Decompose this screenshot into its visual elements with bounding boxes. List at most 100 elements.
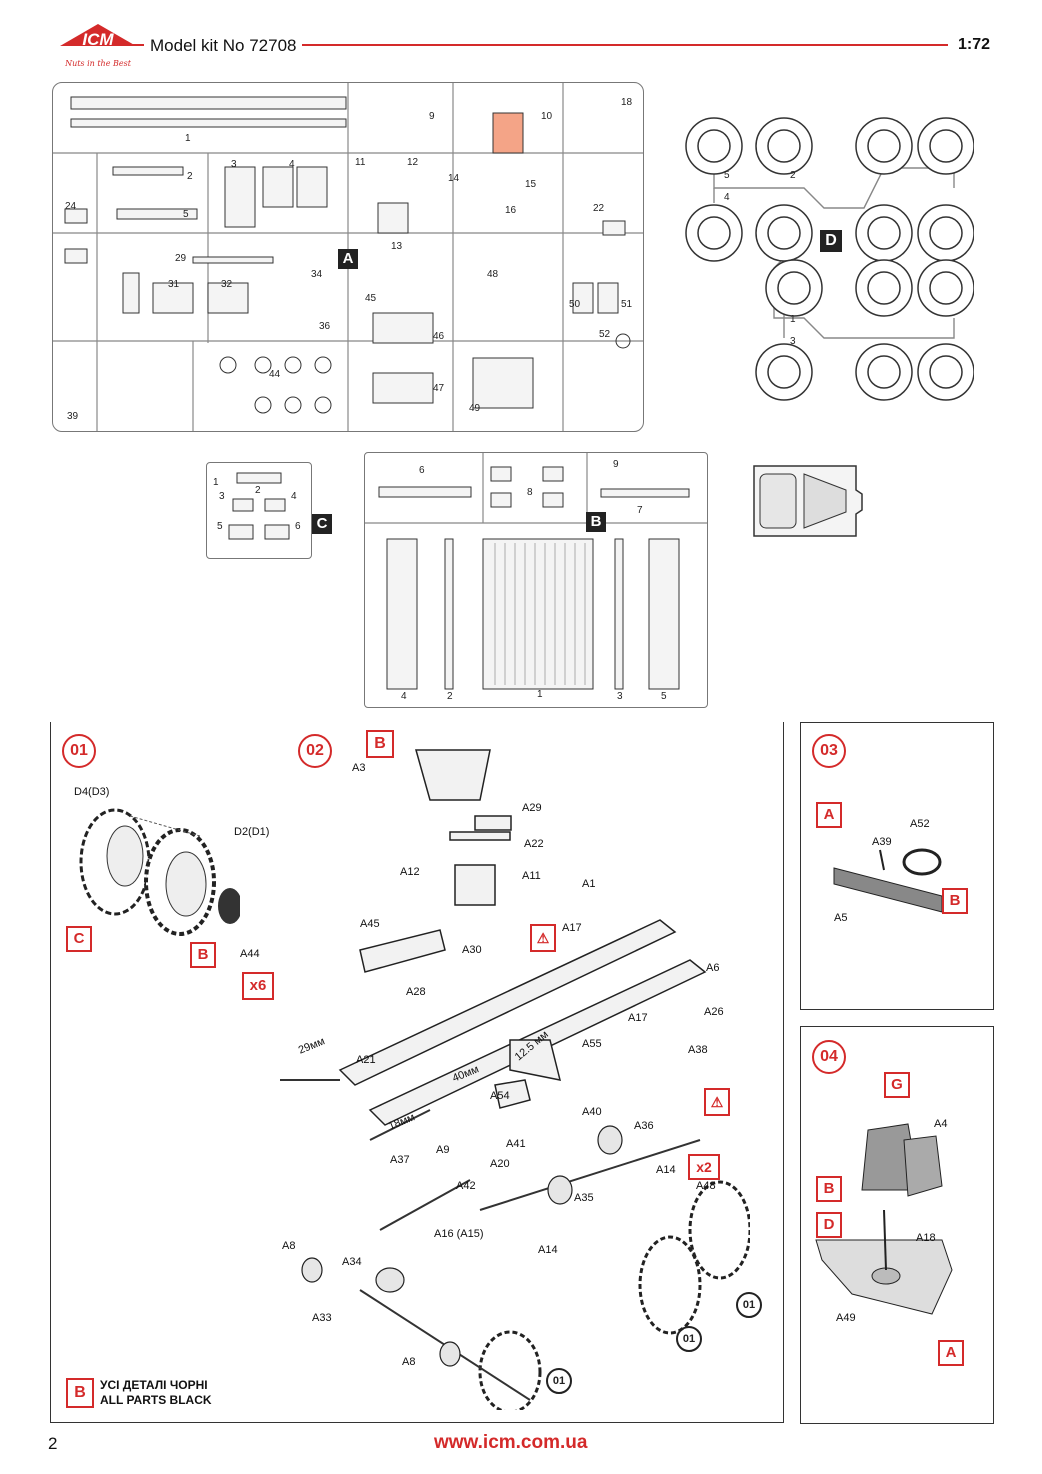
step-04-mark-d: D [816,1212,842,1238]
step-02-label-a54: A54 [490,1090,510,1102]
part-c4-label: 4 [291,491,297,502]
step-02-ref-01-c: 01 [546,1368,572,1394]
part-a24-label: 24 [65,201,77,212]
step-02-label-a3: A3 [352,762,366,774]
step-02-label-a38: A38 [688,1044,708,1056]
step-02-label-a40: A40 [582,1106,602,1118]
cab-illustration [746,460,864,542]
step-04-seat-drawing [812,1110,962,1350]
header-rule [302,44,948,46]
step-03-label-a5: A5 [834,912,848,924]
part-a11-label: 11 [355,157,366,168]
step-03-mark-b: B [942,888,968,914]
part-b7-label: 7 [637,505,643,516]
step-02-label-a34: A34 [342,1256,362,1268]
step-01-mark-b: B [190,942,216,968]
part-c5-label: 5 [217,521,223,532]
step-02-label-a8-top: A8 [282,1240,296,1252]
legend-mark-b: B [66,1378,94,1408]
sprue-a-frame: 1 2 3 4 5 9 10 11 12 13 14 15 16 18 22 2… [52,82,644,432]
step-03-mark-a: A [816,802,842,828]
website-link[interactable]: www.icm.com.ua [434,1432,588,1453]
part-a48-label: 48 [487,269,499,280]
step-04-label-a4: A4 [934,1118,948,1130]
step-02-label-a22: A22 [524,838,544,850]
part-d1-label: 1 [790,314,796,325]
step-02-label-a41: A41 [506,1138,526,1150]
step-02-label-a29: A29 [522,802,542,814]
part-a44-label: 44 [269,369,281,380]
part-a2-label: 2 [187,171,193,182]
step-01-label-a44: A44 [240,948,260,960]
part-a10-label: 10 [541,111,553,122]
step-02-label-a37: A37 [390,1154,410,1166]
part-c1-label: 1 [213,477,219,488]
part-a45-label: 45 [365,293,377,304]
sprue-a-tag: A [338,249,358,269]
step-03-label-a52: A52 [910,818,930,830]
part-a31-label: 31 [168,279,180,290]
step-02-label-a14: A14 [538,1244,558,1256]
step-02-label-a26: A26 [704,1006,724,1018]
kit-title: Model kit No 72708 [150,36,297,55]
sprue-d-tag: D [820,230,842,252]
part-a9-label: 9 [429,111,435,122]
part-a15-label: 15 [525,179,537,190]
step-02-label-a11: A11 [522,870,541,882]
step-04-mark-g: G [884,1072,910,1098]
step-02-label-a16: A16 (A15) [434,1228,484,1240]
step-04-mark-a: A [938,1340,964,1366]
part-a34-label: 34 [311,269,323,280]
part-a3-label: 3 [231,159,237,170]
step-04-number: 04 [812,1040,846,1074]
legend-line-ua: УСІ ДЕТАЛІ ЧОРНІ [100,1378,208,1392]
step-03-label-a39: A39 [872,836,892,848]
part-a13-label: 13 [391,241,403,252]
part-a47-label: 47 [433,383,445,394]
step-02-qty: x2 [688,1154,720,1180]
page-number: 2 [48,1434,58,1453]
part-b6-label: 6 [419,465,425,476]
part-a32-label: 32 [221,279,233,290]
part-d2-label: 2 [790,170,796,181]
step-02-label-a8: A8 [402,1356,416,1368]
part-a22-label: 22 [593,203,605,214]
part-b2-label: 2 [447,691,453,702]
step-02-label-a48: A48 [696,1180,716,1192]
step-03-dashboard-drawing [830,840,980,930]
step-02-paint-icon-1: ⚠ [530,924,556,952]
part-a18-label: 18 [621,97,633,108]
part-a36-label: 36 [319,321,331,332]
step-02-label-a30: A30 [462,944,482,956]
part-a50-label: 50 [569,299,581,310]
step-02-label-a14-top: A14 [656,1164,676,1176]
step-02-label-a6: A6 [706,962,720,974]
step-02-mark-b: B [366,730,394,758]
svg-text:ICM: ICM [82,30,114,49]
step-02-label-a33: A33 [312,1312,332,1324]
part-a52-label: 52 [599,329,611,340]
step-02-label-a21: A21 [356,1054,376,1066]
step-02-label-a17: A17 [628,1012,648,1024]
step-02-label-a12: A12 [400,866,420,878]
step-02-label-a42: A42 [456,1180,476,1192]
part-a51-label: 51 [621,299,633,310]
step-02-number: 02 [298,734,332,768]
part-b4-label: 4 [401,691,407,702]
step-02-ref-01-b: 01 [676,1326,702,1352]
step-01-wheel-drawing [70,806,242,936]
step-02-label-a35: A35 [574,1192,594,1204]
step-02-label-a20: A20 [490,1158,510,1170]
legend-line-en: ALL PARTS BLACK [100,1393,212,1407]
part-a46-label: 46 [433,331,445,342]
step-02-label-a9: A9 [436,1144,450,1156]
part-a1-label: 1 [185,133,191,144]
part-a12-label: 12 [407,157,419,168]
icm-logo: ICM Nuts in the Best [48,18,148,78]
part-c3-label: 3 [219,491,225,502]
part-b5-label: 5 [661,691,667,702]
step-02-ref-01-a: 01 [736,1292,762,1318]
step-01-qty: x6 [242,972,274,1000]
step-04-label-a49: A49 [836,1312,856,1324]
part-c6-label: 6 [295,521,301,532]
